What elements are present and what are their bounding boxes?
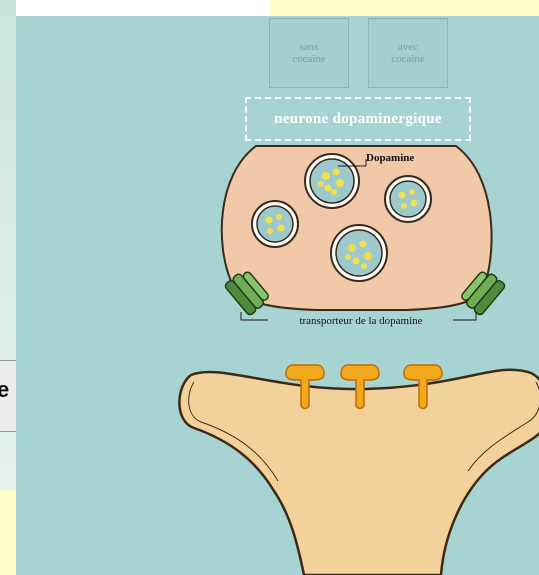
transporter-label: transporteur de la dopamine [299,315,422,327]
side-panel-text: e [0,377,9,403]
synapse-diagram: Dopamine transporteur de la dopamine [16,16,539,575]
vesicle-3 [252,201,298,247]
synapse-animation: sans cocaïne avec cocaïne neurone dopami… [16,16,539,575]
transporter-bracket-left [241,312,268,320]
vesicle-1 [305,154,359,208]
vesicle-4 [331,225,387,281]
transporter-bracket-right [453,312,476,320]
dopamine-label: Dopamine [366,152,414,164]
vesicle-2 [385,176,431,222]
side-panel: e [0,360,16,432]
